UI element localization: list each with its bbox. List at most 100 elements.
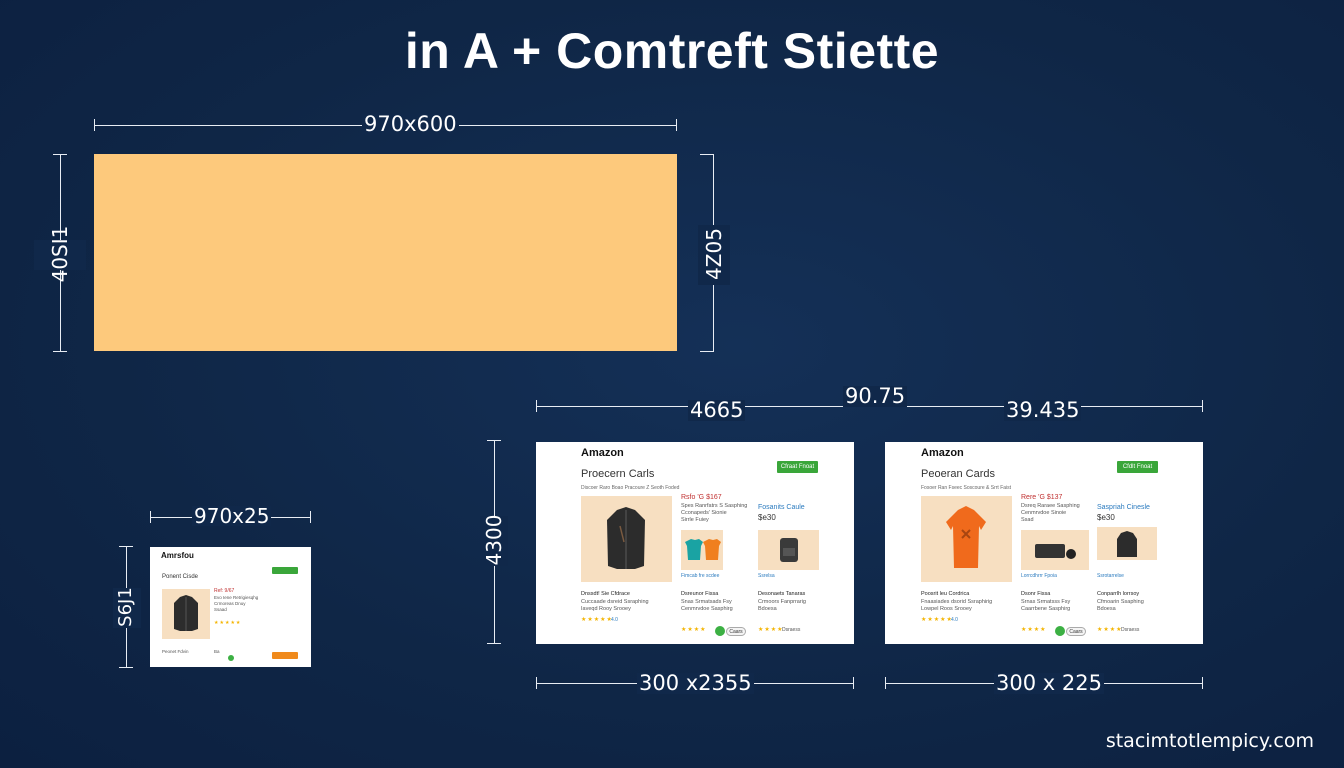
dim-cap: [310, 511, 311, 523]
product-image: [581, 496, 672, 582]
block-line: Bdoesa: [758, 606, 777, 612]
status-dot: [228, 655, 234, 661]
related-price: $e30: [1097, 513, 1115, 522]
related-price: $e30: [758, 513, 776, 522]
rating-stars: ★★★★★: [581, 617, 613, 623]
card2-size-label: 300 x 225: [994, 671, 1104, 695]
add-button[interactable]: Caars: [1066, 627, 1086, 636]
block-line: Cuccaade dsreid Ssraphing: [581, 599, 649, 605]
banner-width-label: 970x600: [362, 112, 459, 136]
product-image: [921, 496, 1012, 582]
tshirts-icon: [685, 539, 721, 560]
rating-stars: ★★★★: [681, 627, 707, 633]
buy-button[interactable]: [272, 652, 298, 659]
status-dot: [715, 626, 725, 636]
cta-button[interactable]: Cfraat Fnoat: [777, 461, 818, 473]
product-thumbnail[interactable]: [681, 530, 723, 570]
card-subheading: Fosoer Ran Fseec Soscoure & Srrt Faist: [921, 485, 1012, 491]
desc-line: Spes Ranrfatrs S Sasphing: [681, 503, 748, 509]
thumb-caption: Lorrcdhrrr Fpoia: [1021, 573, 1057, 579]
footer-text: Peonet Fdvin: [162, 649, 189, 654]
group-width-label-left: 4665: [688, 398, 746, 422]
rating-stars: ★★★★: [758, 627, 784, 633]
brand-logo: Amazon: [921, 447, 964, 459]
desc-line: Crmoreas Dnuy: [214, 601, 246, 606]
block-title: Dsonr Fissa: [1021, 591, 1051, 597]
related-title[interactable]: Saspriah Cinesle: [1097, 504, 1150, 511]
block-title: Dsreunor Fissa: [681, 591, 719, 597]
small-card-width-label: 970x25: [192, 504, 272, 528]
product-thumbnail[interactable]: [1097, 527, 1157, 560]
hoodie-icon: [946, 506, 986, 568]
product-thumbnail[interactable]: [758, 530, 819, 570]
card-subheading: Discoer Raro Boao Pracoure Z Seoth Foded: [581, 485, 680, 491]
related-title[interactable]: Fosanits Caule: [758, 504, 805, 511]
desc-line: Cconapeds' Sionie: [681, 510, 727, 516]
leaderboard-banner-placeholder: [94, 154, 677, 351]
block-line: Crmoors Fanprrarig: [758, 599, 806, 605]
block-title: Desonaets Tanaras: [758, 591, 806, 597]
rating-stars: ★★★★: [1097, 627, 1123, 633]
footer-text: Ba: [214, 649, 220, 654]
rating-text: Dsraess: [1121, 627, 1140, 633]
cta-button[interactable]: [272, 567, 298, 574]
card-heading: Proecern Carls: [581, 468, 655, 480]
desc-line: Cenmrvdoe Sinoie: [1021, 510, 1067, 516]
group-height-label: 4300: [482, 514, 506, 566]
dim-cap: [700, 351, 714, 352]
backpack-icon: [780, 538, 798, 562]
product-card-1[interactable]: Amazon Cfraat Fnoat Proecern Carls Disco…: [536, 442, 854, 644]
block-line: Srnas Srmatsss Fsy: [1021, 599, 1071, 605]
dim-cap: [700, 154, 714, 155]
price: Rsfo 'G $167: [681, 494, 722, 501]
banner-height-label-left: 40SI1: [48, 225, 72, 283]
jacket-icon: [174, 595, 198, 631]
dim-cap: [119, 667, 133, 668]
rating-stars: ★★★★: [1021, 627, 1047, 633]
card-heading: Ponent Cisde: [162, 574, 199, 580]
desc-line: Ssad: [1021, 517, 1034, 523]
cta-button[interactable]: Cfdlt Fnoat: [1117, 461, 1158, 473]
brand-logo: Amazon: [581, 447, 624, 459]
product-card-2[interactable]: Amazon Cfdlt Fnoat Peoeran Cards Fosoer …: [885, 442, 1203, 644]
block-line: Fnaasiades dsorid Ssraphirig: [921, 599, 993, 605]
desc-line: Dsreq Raraee Sasphing: [1021, 503, 1080, 509]
rating-value: 4.0: [611, 617, 618, 623]
price: Rere 'G $137: [1021, 494, 1063, 501]
block-line: Bdoesa: [1097, 606, 1116, 612]
price: Ref: 9/67: [214, 588, 235, 594]
rating-stars: ★★★★★: [921, 617, 953, 623]
jacket-icon: [607, 507, 645, 569]
block-title: Dnssdt! Sie Cfdrace: [581, 591, 630, 597]
block-line: Caarrbene Sasphirg: [1021, 606, 1071, 612]
card1-size-label: 300 x2355: [637, 671, 754, 695]
add-button[interactable]: Caars: [726, 627, 746, 636]
block-line: Iaveqd Rooy Srooey: [581, 606, 631, 612]
product-image: [162, 589, 210, 639]
brand-logo: Amrsfou: [161, 551, 194, 560]
camera-icon: [1035, 544, 1076, 559]
status-dot: [1055, 626, 1065, 636]
small-product-card[interactable]: Amrsfou Ponent Cisde Ref: 9/67 Evo Iene …: [150, 547, 311, 667]
thumb-caption: Ssrelsa: [758, 573, 775, 579]
small-card-height-label: S6J1: [115, 587, 136, 627]
desc-line: Sirrle Fuiey: [681, 517, 709, 523]
jacket-icon: [1117, 531, 1137, 557]
banner-height-label-right: 4Z05: [702, 228, 726, 280]
product-thumbnail[interactable]: [1021, 530, 1089, 570]
block-line: Snas Srmatsads Fsy: [681, 599, 732, 605]
rating-value: 4.0: [951, 617, 958, 623]
page-title: in A + Comtreft Stiette: [404, 23, 940, 79]
group-width-label-right: 39.435: [1004, 398, 1082, 422]
block-line: Lowpel Roos Srooey: [921, 606, 972, 612]
block-title: Conparrlh lorrsoy: [1097, 591, 1140, 597]
block-line: Cfmoarin Ssaphing: [1097, 599, 1144, 605]
rating-stars: ★★★★★: [214, 620, 242, 626]
desc-line: Evo Iene Retrigiesqhg: [214, 595, 259, 600]
footer-url[interactable]: stacimtotlempicy.com: [1105, 730, 1314, 752]
block-line: Cenmrvdoe Sasphirg: [681, 606, 733, 612]
card-heading: Peoeran Cards: [921, 468, 995, 480]
thumb-caption: Ssrotarrelse: [1097, 573, 1124, 579]
group-width-label-center: 90.75: [843, 384, 908, 408]
desc-line: Ssaad: [214, 607, 227, 612]
